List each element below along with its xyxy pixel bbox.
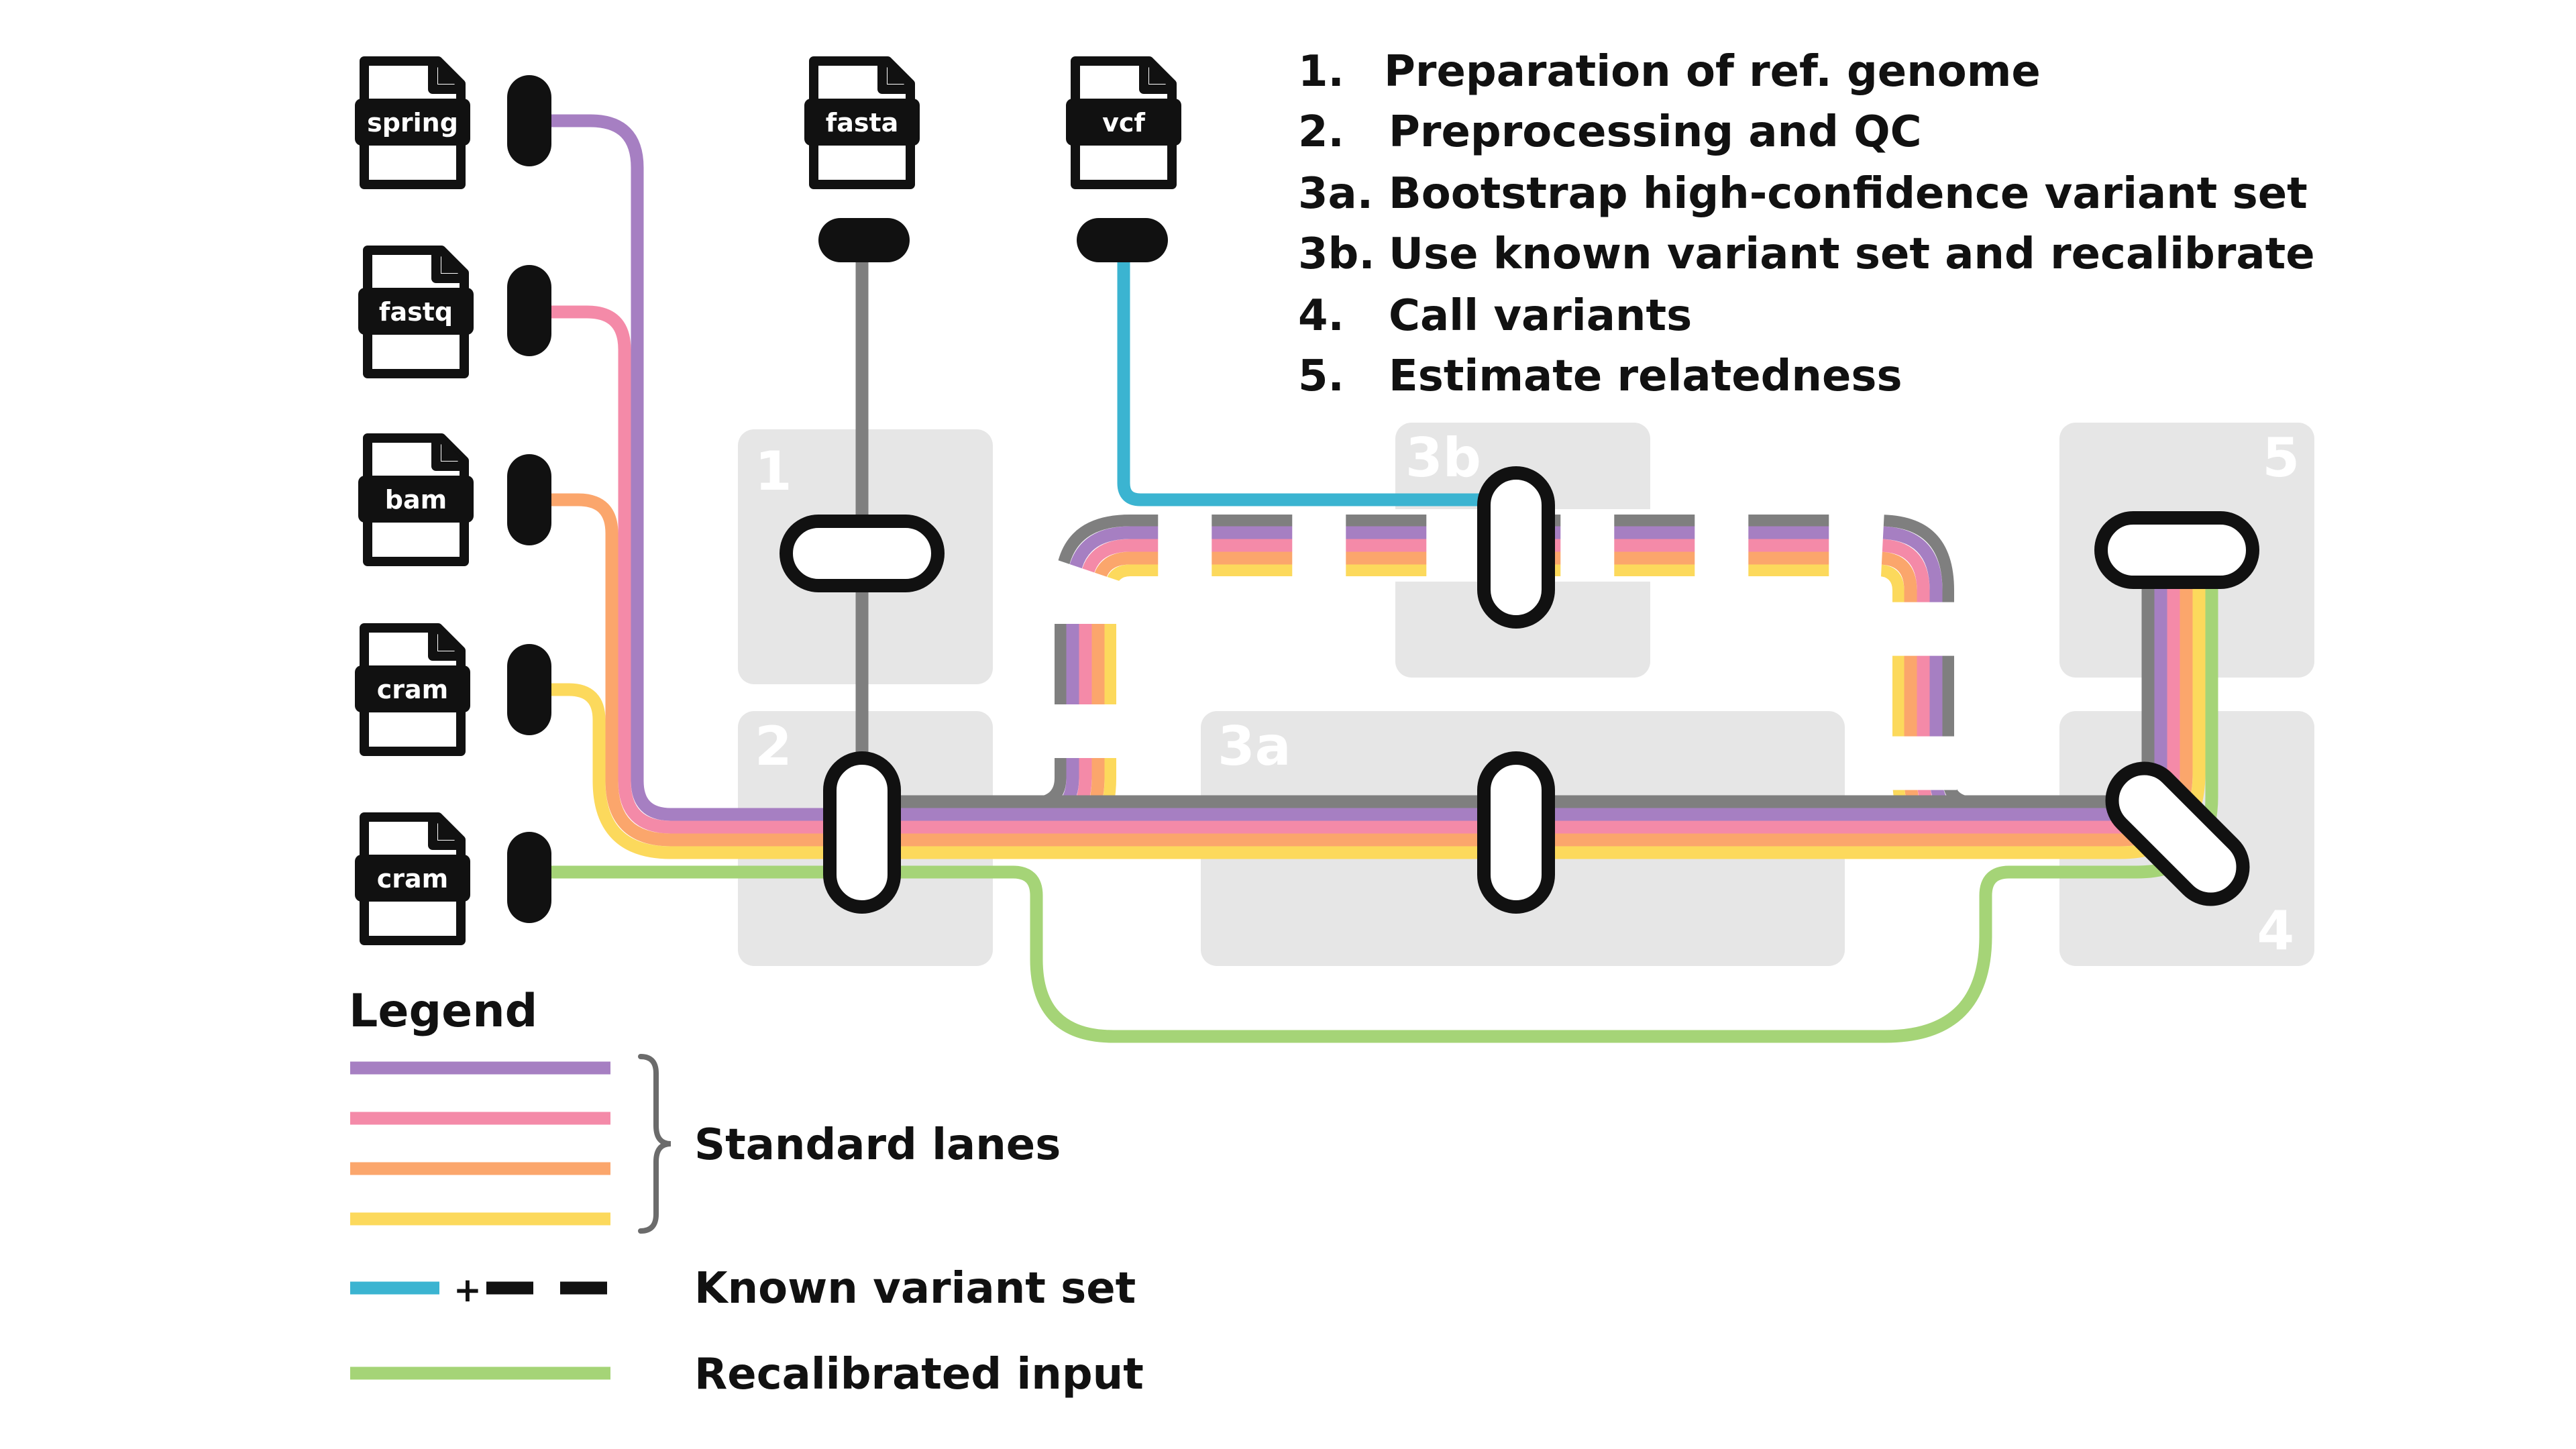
step-1-number: 1. bbox=[1298, 47, 1344, 97]
station-step-1 bbox=[780, 515, 945, 592]
step-4-number: 4. bbox=[1298, 291, 1344, 341]
connector-pill bbox=[507, 265, 551, 356]
step-3b-text: Use known variant set and recalibrate bbox=[1389, 229, 2315, 279]
file-label-cram-2: cram bbox=[377, 864, 449, 894]
box-label-3b: 3b bbox=[1405, 427, 1481, 489]
step-list: 1. Preparation of ref. genome 2. Preproc… bbox=[1298, 47, 2315, 401]
step-3a-number: 3a. bbox=[1298, 169, 1373, 219]
file-icon: vcf bbox=[1066, 61, 1181, 184]
legend-plus: + bbox=[453, 1271, 482, 1309]
station-step-5 bbox=[2094, 511, 2259, 589]
connector-pill bbox=[507, 832, 551, 923]
file-label-cram-1: cram bbox=[377, 675, 449, 704]
box-label-5: 5 bbox=[2262, 427, 2300, 489]
legend-standard-lanes: Standard lanes bbox=[694, 1120, 1061, 1170]
connector-pill bbox=[507, 75, 551, 166]
step-2-text: Preprocessing and QC bbox=[1389, 107, 1922, 157]
file-label-spring: spring bbox=[367, 108, 458, 138]
file-label-vcf: vcf bbox=[1102, 108, 1145, 138]
step-1-text: Preparation of ref. genome bbox=[1384, 47, 2041, 97]
file-icons: spring fastq bam cram cram fasta vcf bbox=[355, 61, 1181, 941]
lane-input-cram bbox=[545, 683, 698, 859]
file-icon: spring bbox=[355, 61, 470, 184]
box-label-1: 1 bbox=[755, 440, 792, 502]
step-3b-number: 3b. bbox=[1298, 229, 1375, 279]
legend: Legend Standard lanes + Known variant se… bbox=[349, 985, 1144, 1399]
connector-pill bbox=[507, 644, 551, 735]
stations bbox=[780, 466, 2259, 914]
step-2-number: 2. bbox=[1298, 107, 1344, 157]
box-label-3a: 3a bbox=[1218, 715, 1291, 777]
legend-title: Legend bbox=[349, 985, 537, 1038]
step-4-text: Call variants bbox=[1389, 291, 1692, 341]
box-label-4: 4 bbox=[2257, 900, 2294, 962]
legend-known-variant-set: Known variant set bbox=[694, 1264, 1136, 1313]
step-3a-text: Bootstrap high-confidence variant set bbox=[1389, 169, 2308, 219]
step-5-number: 5. bbox=[1298, 352, 1344, 401]
connector-pill bbox=[1077, 218, 1168, 262]
file-icon: cram bbox=[355, 628, 470, 751]
step-5-text: Estimate relatedness bbox=[1389, 352, 1902, 401]
box-label-2: 2 bbox=[755, 715, 792, 777]
station-step-3a bbox=[1477, 751, 1555, 914]
file-icon: cram bbox=[355, 817, 470, 941]
station-step-4 bbox=[2105, 761, 2250, 906]
lane-input-bam bbox=[545, 493, 698, 847]
connector-pill bbox=[507, 454, 551, 545]
file-label-fastq: fastq bbox=[379, 297, 453, 327]
station-step-3b bbox=[1477, 466, 1555, 629]
file-label-fasta: fasta bbox=[826, 108, 899, 138]
lane-input-spring bbox=[545, 114, 698, 821]
connector-pill bbox=[818, 218, 910, 262]
input-connectors bbox=[507, 75, 1168, 923]
file-label-bam: bam bbox=[385, 485, 447, 515]
lane-input-fastq bbox=[545, 305, 698, 834]
lane-known-variants bbox=[1117, 255, 1517, 506]
file-icon: fasta bbox=[804, 61, 920, 184]
station-step-2 bbox=[823, 751, 901, 914]
brace-icon bbox=[638, 1054, 672, 1234]
file-icon: bam bbox=[358, 438, 474, 561]
file-icon: fastq bbox=[358, 250, 474, 374]
legend-recalibrated-input: Recalibrated input bbox=[694, 1350, 1144, 1399]
